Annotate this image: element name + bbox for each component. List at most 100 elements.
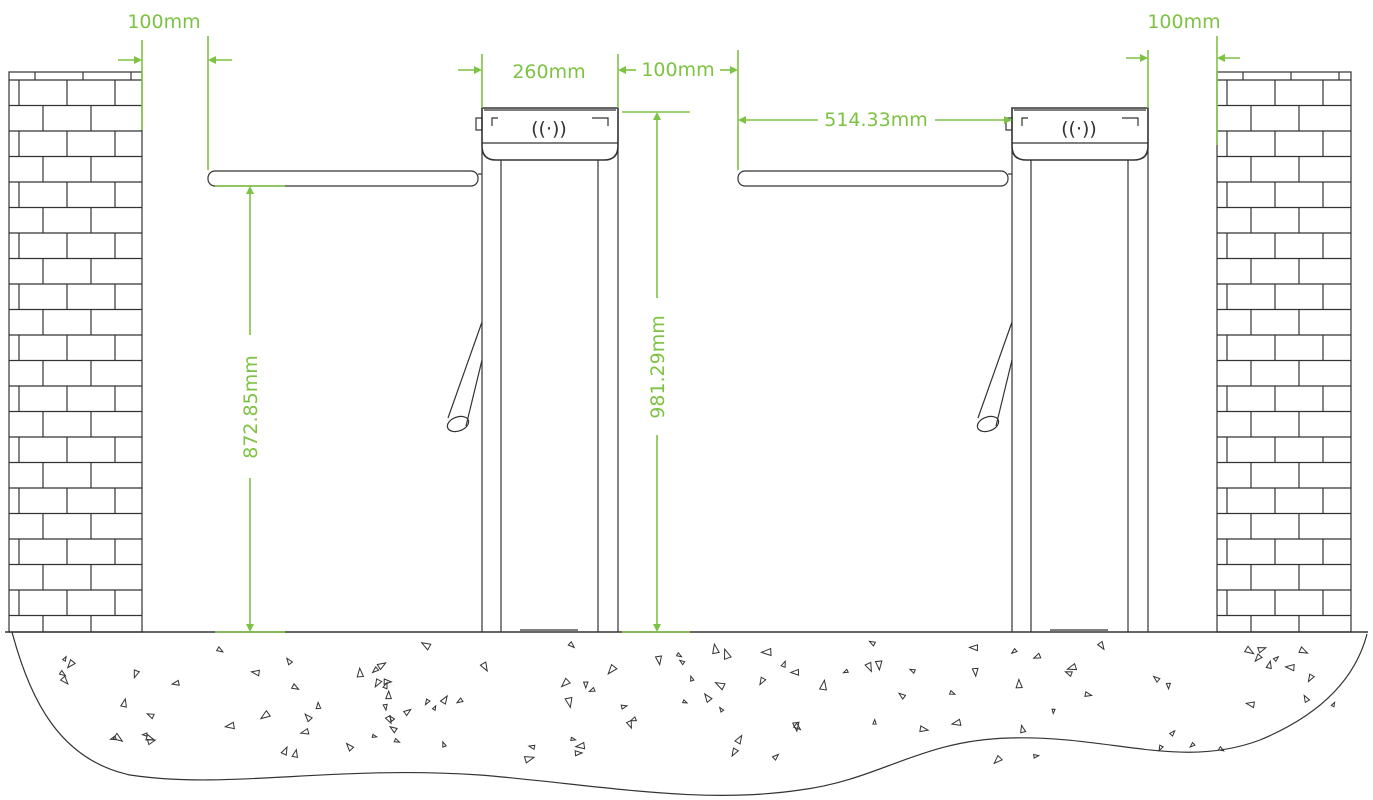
gravel-stone (714, 682, 726, 691)
gravel-stone (971, 667, 979, 678)
gravel-stone (1189, 741, 1196, 748)
gravel-stone (874, 660, 883, 672)
gravel-stone (376, 662, 387, 671)
gravel-stone (780, 659, 786, 669)
gravel-stone (223, 721, 235, 730)
gravel-stone (1015, 677, 1023, 689)
gravel-stone (587, 686, 596, 693)
gravel-stone (420, 642, 432, 651)
gravel-stone (675, 651, 683, 658)
gravel-stone (1064, 671, 1073, 678)
gravel-stone (431, 704, 437, 711)
gravel-stone (345, 742, 355, 752)
gravel-stone (703, 692, 713, 704)
gravel-stone (842, 668, 850, 674)
gravel-stone (304, 713, 314, 723)
gravel-stone (1272, 655, 1280, 663)
gravel-stone (1298, 646, 1309, 654)
gravel-stone (439, 694, 448, 705)
gravel-stone (1244, 701, 1256, 709)
gravel-stone (1010, 647, 1018, 655)
gravel-stone (291, 748, 299, 759)
gravel-stone (259, 709, 272, 720)
gravel-stone (250, 669, 261, 677)
gravel-stone (759, 676, 767, 686)
cabinet-gap-label: 100mm (641, 59, 714, 81)
gravel-stone (868, 640, 877, 647)
gravel-stone (791, 721, 800, 733)
gravel-stone (864, 661, 872, 673)
arm-height-label: 872.85mm (240, 355, 262, 459)
right-brick-wall (1216, 71, 1352, 633)
arm-length-label: 514.33mm (824, 109, 928, 131)
gravel-stone (1265, 659, 1272, 670)
gravel-stone (109, 735, 117, 741)
gravel-stone (759, 647, 772, 657)
gravel-stone (1051, 708, 1056, 715)
gravel-stone (315, 700, 322, 710)
gravel-stone (59, 675, 69, 686)
gravel-stone (1096, 640, 1105, 651)
gravel-stone (388, 725, 398, 734)
gravel-stone (789, 668, 800, 676)
gravel-stone (1165, 682, 1172, 691)
gravel-stone (1152, 675, 1161, 684)
gravel-stone (560, 677, 572, 688)
gravel-stone (690, 674, 695, 682)
gravel-stone (523, 756, 536, 764)
gravel-stone (564, 696, 573, 709)
gravel-stone (1257, 647, 1268, 654)
ground (5, 631, 1368, 796)
gravel-stone (968, 644, 979, 652)
gravel-stone (1254, 653, 1263, 663)
gravel-stone (574, 741, 586, 750)
gravel-stone (654, 655, 663, 667)
gravel-stone (1217, 745, 1225, 752)
gravel-stone (1032, 652, 1042, 659)
gravel-stone (629, 716, 638, 722)
gravel-stone (1158, 744, 1165, 752)
gravel-stone (66, 658, 77, 669)
gravel-stone (383, 678, 393, 685)
gravel-stone (112, 732, 124, 743)
gravel-stone (712, 642, 720, 655)
gravel-stone (1330, 701, 1336, 708)
gravel-stone (1020, 723, 1027, 734)
right-wall-gap-label: 100mm (1147, 11, 1220, 33)
gravel-stone (950, 718, 962, 726)
gravel-stone (58, 669, 67, 677)
gravel-stone (993, 754, 1004, 765)
rfid-symbol-left: ((·)) (531, 118, 567, 140)
left-brick-wall (8, 71, 143, 633)
gravel-stone (1066, 662, 1078, 671)
gravel-stone (371, 666, 380, 674)
gravel-stone (479, 661, 488, 673)
gravel-stone (385, 689, 393, 700)
gravel-stone (382, 703, 388, 712)
cabinet-height-label: 981.29mm (647, 315, 669, 419)
gravel-stone (723, 647, 732, 661)
gravel-stone (145, 713, 155, 720)
gravel-stone (290, 683, 300, 690)
gravel-stone (215, 645, 225, 653)
gravel-stone (442, 740, 448, 748)
gravel-stone (393, 737, 401, 743)
gravel-stone (388, 714, 396, 723)
gravel-stone (382, 681, 388, 690)
gravel-stone (1084, 690, 1094, 697)
left-wall-gap-label: 100mm (127, 11, 200, 33)
gravel-stone (733, 734, 743, 745)
gravel-stone (1033, 753, 1041, 759)
gravel-stone (133, 669, 141, 680)
gravel-stone (919, 725, 930, 733)
gravel-stone (908, 668, 917, 675)
rfid-symbol-right: ((·)) (1061, 118, 1097, 140)
gravel-stone (374, 678, 383, 689)
gravel-stone (582, 681, 589, 690)
gravel-stone (146, 738, 157, 746)
gravel-stone (771, 753, 780, 761)
gravel-stone (818, 678, 828, 691)
gravel-stone (1168, 729, 1176, 737)
